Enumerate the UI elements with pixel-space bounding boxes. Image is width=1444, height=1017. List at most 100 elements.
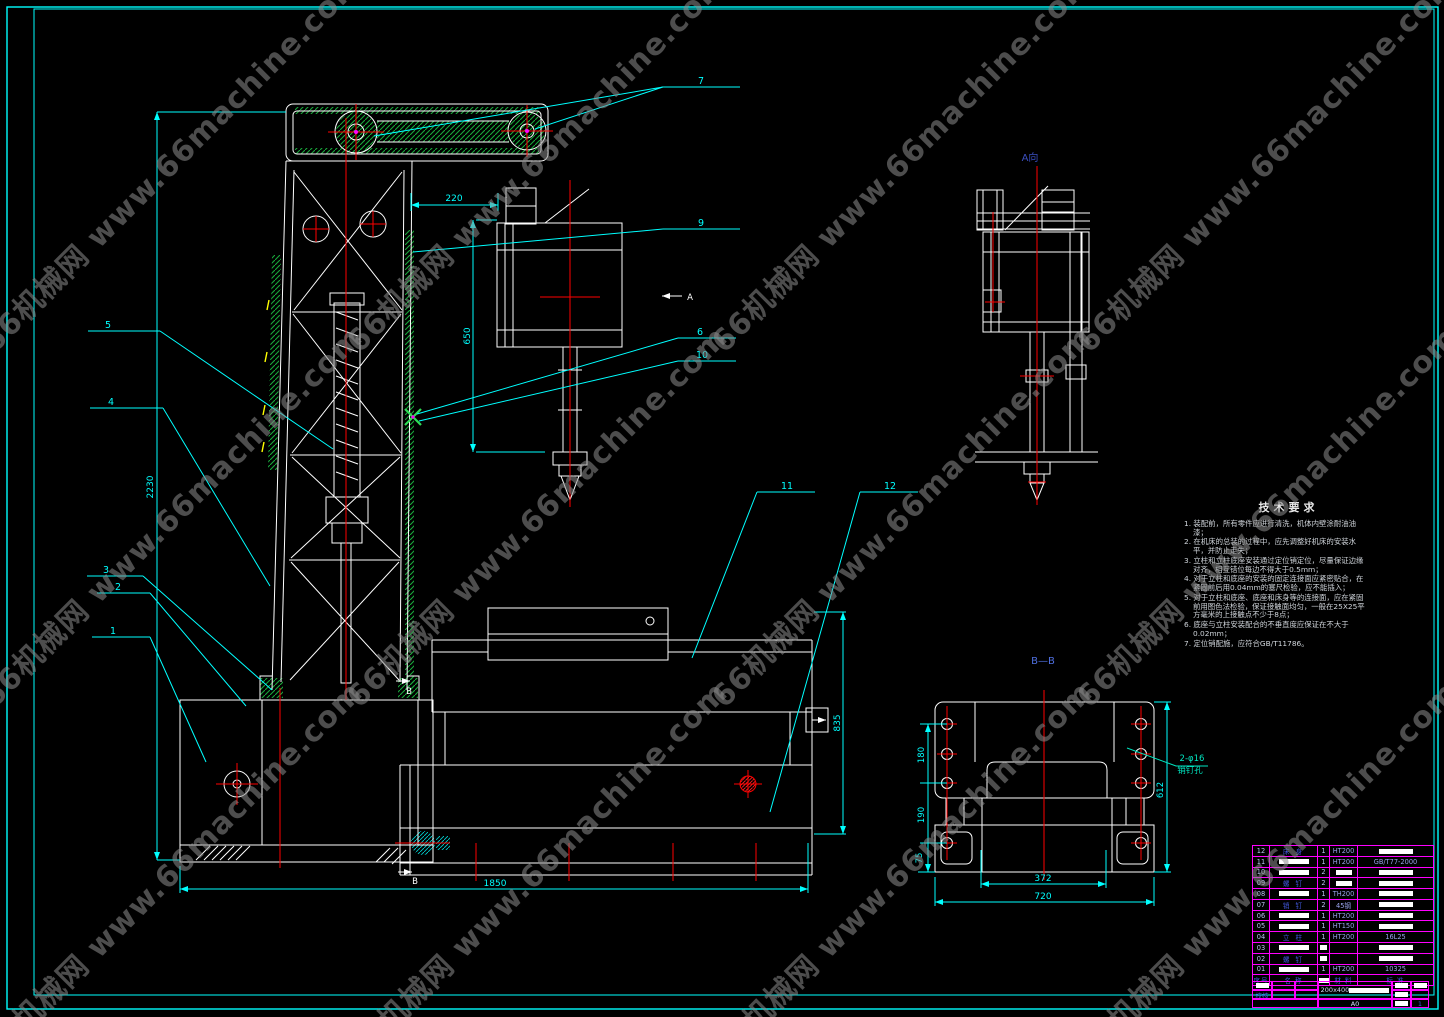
balloon-1: 1 — [110, 626, 116, 637]
redacted-text — [1278, 923, 1309, 929]
dim-372-label: 372 — [1034, 874, 1051, 884]
sheet-size-cell: A0 — [1318, 999, 1392, 1008]
title-block-cell — [1252, 981, 1272, 990]
title-block-cell — [1392, 990, 1411, 999]
balloon-4: 4 — [108, 397, 114, 408]
tech-req-title: 技术要求 — [1258, 501, 1319, 514]
dim-612-label: 612 — [1156, 782, 1166, 798]
section-bb-label: B—B — [1031, 656, 1055, 667]
technical-requirements: 技术要求 1. 装配前，所有零件应进行清洗，机体内壁涂耐油油漆； 2. 在机床的… — [1184, 499, 1365, 649]
title-block-cell — [1295, 990, 1318, 999]
tech-req-item: 4. 对于立柱和底座的安装的固定连接面应紧密贴合，在紧固前后用0.04mm的塞尺… — [1184, 574, 1364, 593]
tech-req-item: 1. 装配前，所有零件应进行清洗，机体内壁涂耐油油漆； — [1184, 519, 1356, 537]
title-block-cell — [1392, 981, 1411, 990]
redacted-text — [1378, 880, 1413, 886]
redacted-text — [1395, 992, 1408, 997]
dimension-lines — [87, 86, 1208, 906]
dim-1850-label: 1850 — [484, 879, 507, 889]
balloon-12: 12 — [884, 481, 896, 492]
redacted-text — [1378, 923, 1413, 929]
view-a-label: A向 — [1022, 151, 1039, 164]
dim-220-label: 220 — [445, 194, 462, 204]
drawing-labels: 220 650 2230 1850 835 180 190 75 372 720… — [103, 76, 1204, 902]
bom-row: 10 2 — [1252, 866, 1434, 879]
tech-req-item: 3. 立柱和立柱底座安装通过定位销定位，尽量保证边缘对齐，相互错位每边不得大于0… — [1184, 555, 1364, 574]
balloon-9: 9 — [698, 218, 704, 229]
redacted-text — [1320, 956, 1327, 962]
redacted-text — [1378, 902, 1413, 908]
redacted-text — [1278, 891, 1309, 897]
redacted-text — [1378, 913, 1413, 919]
arrow-b-bottom-label: B — [412, 877, 418, 887]
redacted-text — [1278, 869, 1309, 875]
redacted-text — [1335, 869, 1352, 875]
tech-req-item: 2. 在机床的总装的过程中，应先调整好机床的安装水平，并防止走失； — [1184, 537, 1356, 556]
redacted-text — [1318, 977, 1329, 983]
balloon-5: 5 — [105, 320, 111, 331]
redacted-text — [1278, 966, 1309, 972]
title-block: 200x400 校核 A0 1 — [1252, 981, 1433, 1009]
drawing-size-text: 200x400 — [1320, 986, 1350, 994]
note-pin-hole: 销钉孔 — [1177, 765, 1203, 776]
drawing-size-cell: 200x400 — [1318, 981, 1392, 999]
redacted-text — [1395, 1001, 1408, 1006]
title-block-cell — [1252, 999, 1318, 1008]
arrow-a-label: A — [687, 293, 693, 303]
title-block-cell — [1272, 981, 1295, 990]
redacted-text — [1378, 869, 1413, 875]
redacted-text — [1320, 945, 1327, 951]
check-label-cell: 校核 — [1252, 990, 1272, 999]
balloon-2: 2 — [115, 582, 121, 593]
redacted-text — [1278, 859, 1309, 865]
redacted-text — [1378, 956, 1413, 962]
arrow-b-top-label: B — [406, 687, 412, 697]
balloon-7: 7 — [698, 76, 704, 87]
page-cell: 1 — [1411, 999, 1429, 1008]
sheet-frame — [6, 6, 1439, 1010]
note-2-phi16: 2-φ16 — [1180, 754, 1205, 764]
balloon-6: 6 — [697, 327, 703, 338]
tech-req-item: 5. 对于立柱和底座、底座和床身等的连接面，应在紧固前用图色法检验，保证接触面均… — [1184, 592, 1365, 620]
redacted-text — [1378, 848, 1413, 854]
section-arrows — [396, 293, 682, 875]
redacted-text — [1278, 913, 1309, 919]
redacted-text — [1335, 880, 1352, 886]
balloon-10: 10 — [696, 350, 708, 361]
balloon-11: 11 — [781, 481, 793, 492]
main-view-lines — [179, 103, 829, 876]
title-block-cell — [1272, 990, 1295, 999]
title-block-cell — [1411, 981, 1429, 990]
redacted-text — [1378, 891, 1413, 897]
dim-180-label: 180 — [917, 747, 927, 763]
dim-190-label: 190 — [917, 807, 927, 823]
dim-2230-label: 2230 — [146, 475, 156, 498]
redacted-text — [1395, 983, 1408, 988]
balloon-3: 3 — [103, 565, 109, 576]
tech-req-item: 6. 底座与立柱安装配合的不垂直度应保证在不大于0.02mm； — [1184, 620, 1349, 638]
dim-720-label: 720 — [1034, 892, 1051, 902]
bom-row: 03 — [1252, 941, 1434, 954]
title-block-cell — [1392, 999, 1411, 1008]
redacted-text — [1378, 945, 1413, 951]
redacted-text — [1413, 983, 1427, 988]
dim-650-label: 650 — [463, 327, 473, 344]
title-block-cell — [1295, 981, 1318, 990]
dim-835-label: 835 — [833, 714, 843, 731]
redacted-text — [1255, 983, 1269, 988]
title-block-cell — [1411, 990, 1429, 999]
redacted-text — [1349, 987, 1390, 993]
dim-75-label: 75 — [915, 853, 925, 864]
redacted-text — [1278, 945, 1309, 951]
tech-req-item: 7. 定位销配施，应符合GB/T11786。 — [1184, 638, 1309, 648]
